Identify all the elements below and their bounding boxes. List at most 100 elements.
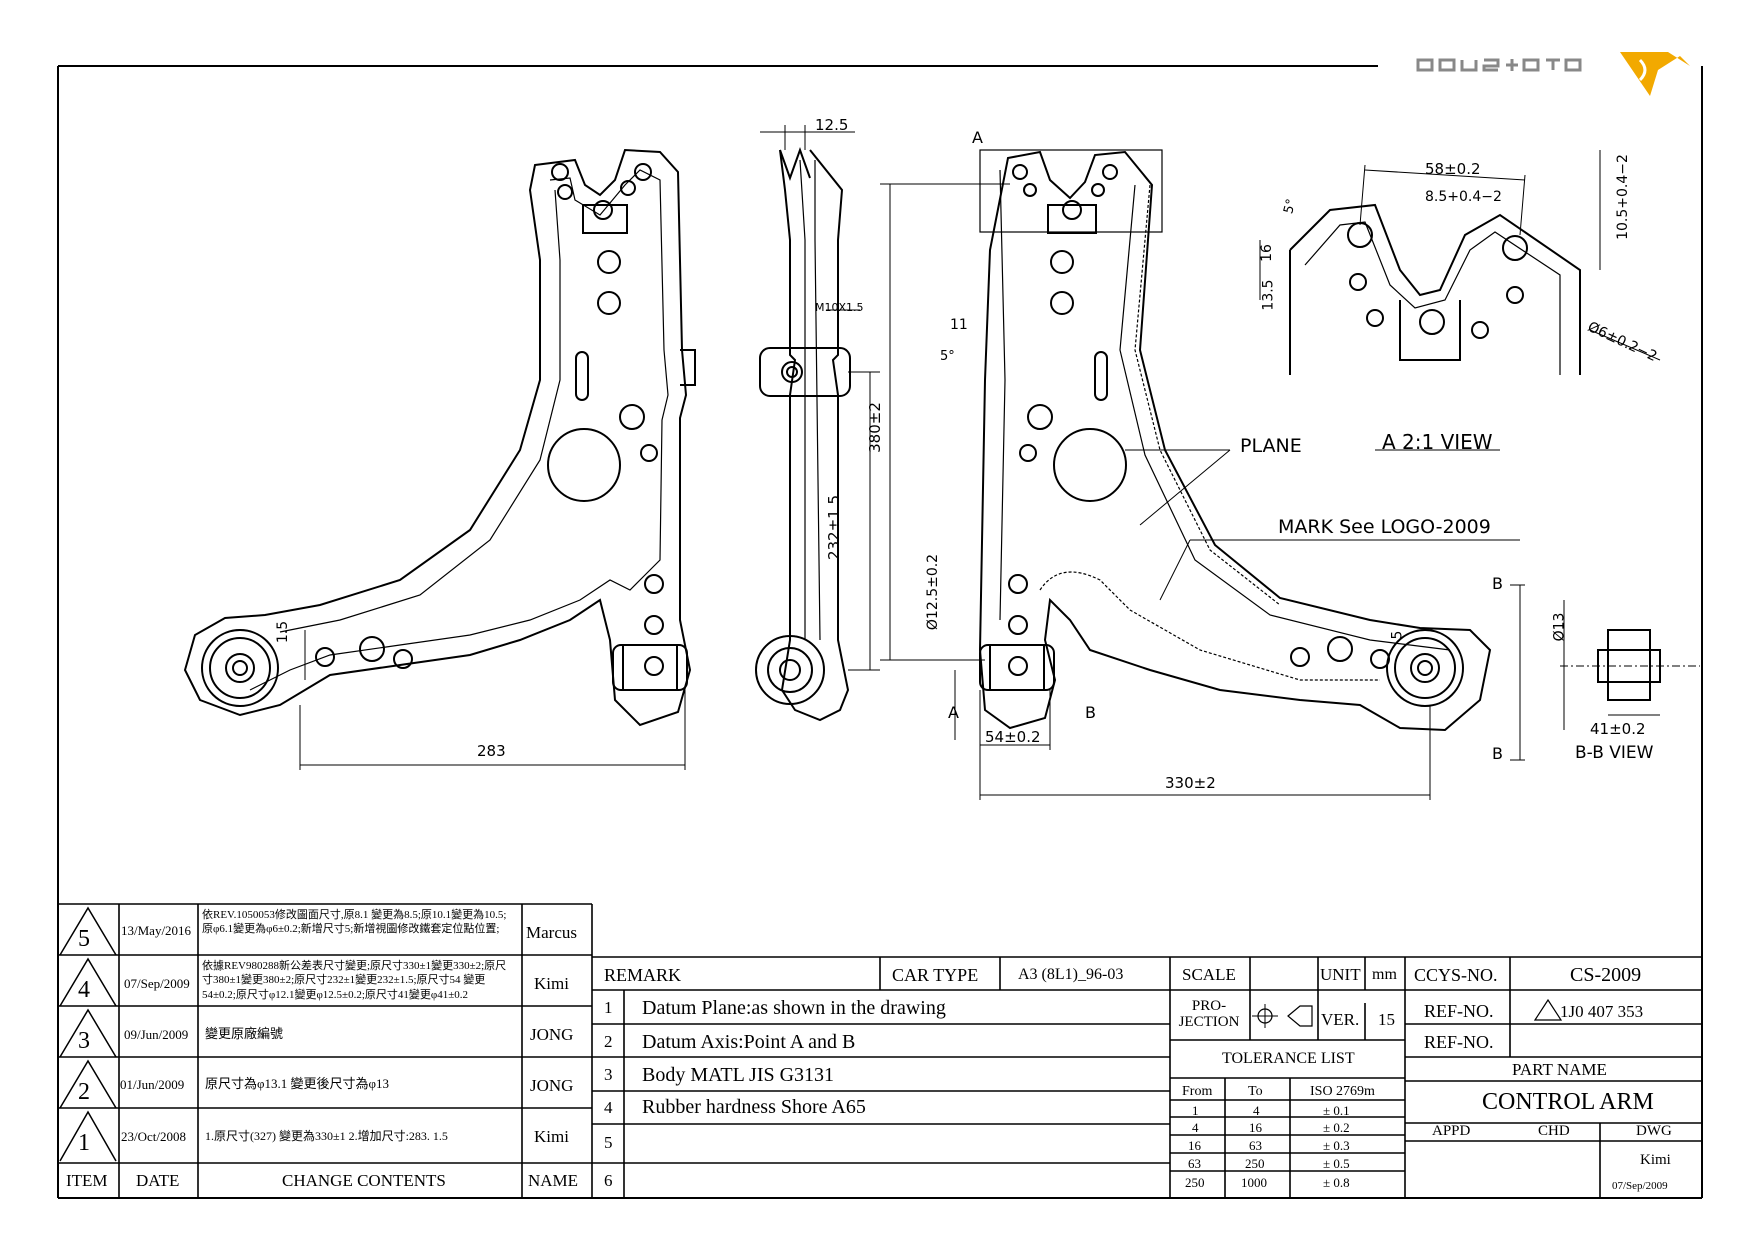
rev-date-1: 23/Oct/2008	[121, 1129, 186, 1144]
part-name-label: PART NAME	[1512, 1060, 1607, 1079]
bb-view	[1560, 600, 1700, 730]
dim-58: 58±0.2	[1425, 160, 1481, 178]
side-view-dims	[760, 125, 880, 671]
tol-header-to: To	[1248, 1084, 1263, 1099]
rev-date-4: 07/Sep/2009	[124, 976, 190, 991]
label-b-upper: B	[1492, 574, 1503, 593]
ccys-label: CCYS-NO.	[1414, 965, 1498, 985]
mark-label: MARK See LOGO-2009	[1278, 516, 1491, 538]
detail-a-view	[1289, 203, 1581, 375]
label-b: B	[1085, 703, 1096, 722]
tol-r1-from: 1	[1192, 1103, 1199, 1118]
detail-view-title: A 2:1 VIEW	[1382, 430, 1493, 454]
tol-r4-from: 63	[1188, 1156, 1201, 1171]
ver-value: 15	[1378, 1010, 1395, 1029]
rev-name-1: Kimi	[534, 1127, 569, 1146]
rev-item-5: 5	[78, 926, 90, 952]
left-view-arm	[183, 148, 696, 727]
rev-header-date: DATE	[136, 1171, 180, 1190]
tol-r1-iso: ± 0.1	[1323, 1103, 1350, 1118]
remark-header: REMARK	[604, 965, 682, 985]
projection-label: PRO-JECTION	[1178, 998, 1240, 1030]
tol-header-iso: ISO 2769m	[1310, 1084, 1375, 1099]
tol-r2-from: 4	[1192, 1120, 1199, 1135]
rev-header-content: CHANGE CONTENTS	[282, 1171, 446, 1190]
company-logo	[1416, 52, 1690, 96]
dwg-name: Kimi	[1640, 1152, 1671, 1168]
remark-text-4: Rubber hardness Shore A65	[642, 1096, 866, 1118]
tol-r3-from: 16	[1188, 1138, 1201, 1153]
rev-content-5: 依REV.1050053修改圖面尺寸,原8.1 變更為8.5;原10.1變更為1…	[202, 909, 507, 936]
rev-name-5: Marcus	[526, 923, 577, 942]
angle-5: 5°	[940, 349, 955, 364]
rev-item-3: 3	[78, 1028, 90, 1054]
dim-330: 330±2	[1165, 774, 1216, 792]
dwg-label: DWG	[1636, 1123, 1672, 1139]
rev-content-4: 依據REV980288新公差表尺寸變更;原尺寸330±1變更330±2;原尺寸3…	[202, 960, 507, 1001]
car-type-label: CAR TYPE	[892, 965, 979, 985]
remark-no-2: 2	[604, 1032, 613, 1051]
dwg-date: 07/Sep/2009	[1612, 1180, 1668, 1192]
right-view-arm	[978, 149, 1492, 732]
ref-no-value-1: 1J0 407 353	[1560, 1002, 1644, 1021]
car-type-value: A3 (8L1)_96-03	[1018, 966, 1124, 983]
drawing-frame	[57, 65, 1703, 1199]
thread-label: M10X1.5	[815, 301, 864, 314]
label-b-lower: B	[1492, 744, 1503, 763]
scale-label: SCALE	[1182, 965, 1236, 984]
rev-date-2: 01/Jun/2009	[120, 1077, 185, 1092]
remark-text-3: Body MATL JIS G3131	[642, 1064, 835, 1086]
rev-name-4: Kimi	[534, 974, 569, 993]
tol-r2-to: 16	[1249, 1120, 1262, 1135]
rev-content-3: 變更原廠編號	[205, 1026, 284, 1041]
tol-r5-iso: ± 0.8	[1323, 1175, 1350, 1190]
rev-item-1: 1	[78, 1130, 90, 1156]
tol-r3-to: 63	[1249, 1138, 1262, 1153]
label-a-top: A	[972, 128, 983, 147]
ver-label: VER.	[1321, 1010, 1360, 1029]
remark-no-6: 6	[604, 1171, 613, 1190]
dim-8-5: 8.5+0.4−2	[1425, 189, 1502, 205]
rev-content-1: 1.原尺寸(327) 變更為330±1 2.增加尺寸:283. 1.5	[205, 1129, 448, 1143]
rev-name-3: JONG	[530, 1025, 574, 1044]
rev-header-item: ITEM	[66, 1171, 108, 1190]
tol-r1-to: 4	[1253, 1103, 1260, 1118]
dim-12-5: 12.5	[815, 116, 849, 134]
rev-header-name: NAME	[528, 1171, 579, 1190]
dim-41: 41±0.2	[1590, 720, 1646, 738]
tol-r5-to: 1000	[1241, 1175, 1267, 1190]
tol-r5-from: 250	[1185, 1175, 1205, 1190]
bb-view-title: B-B VIEW	[1575, 743, 1654, 763]
part-name-value: CONTROL ARM	[1482, 1089, 1654, 1115]
unit-label: UNIT	[1320, 965, 1361, 984]
unit-value: mm	[1372, 966, 1397, 983]
chd-label: CHD	[1538, 1123, 1570, 1139]
remark-text-1: Datum Plane:as shown in the drawing	[642, 997, 946, 1019]
remark-text-2: Datum Axis:Point A and B	[642, 1031, 856, 1053]
rev-content-2: 原尺寸為φ13.1 變更後尺寸為φ13	[205, 1076, 390, 1091]
left-view-dims	[299, 630, 686, 770]
label-a: A	[948, 703, 959, 722]
ccys-value: CS-2009	[1570, 964, 1642, 986]
dim-54: 54±0.2	[985, 728, 1041, 746]
remark-no-4: 4	[604, 1098, 613, 1117]
rev-item-4: 4	[78, 977, 90, 1003]
tol-r4-to: 250	[1245, 1156, 1265, 1171]
tol-r2-iso: ± 0.2	[1323, 1120, 1350, 1135]
ref-no-label-2: REF-NO.	[1424, 1032, 1494, 1052]
rev-date-3: 09/Jun/2009	[124, 1027, 189, 1042]
rev-item-2: 2	[78, 1079, 90, 1105]
detail-a-dims	[1259, 150, 1661, 451]
remark-no-5: 5	[604, 1133, 613, 1152]
ref-no-label-1: REF-NO.	[1424, 1001, 1494, 1021]
tol-r3-iso: ± 0.3	[1323, 1138, 1350, 1153]
rev-name-2: JONG	[530, 1076, 574, 1095]
tol-header-from: From	[1182, 1084, 1213, 1099]
tol-r4-iso: ± 0.5	[1323, 1156, 1350, 1171]
dim-11: 11	[950, 317, 968, 333]
rev-date-5: 13/May/2016	[121, 923, 192, 938]
tolerance-title: TOLERANCE LIST	[1222, 1050, 1355, 1067]
remark-no-1: 1	[604, 998, 613, 1017]
right-view-dims	[880, 183, 1525, 800]
